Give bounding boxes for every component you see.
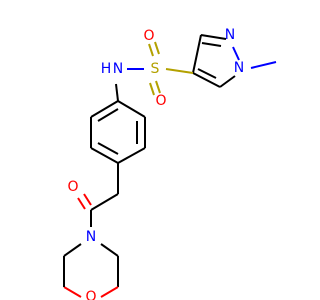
- n-methyl-bond: [250, 61, 277, 69]
- morpholine-bond-3: [100, 286, 119, 298]
- atom-s-sulfonyl: S: [151, 61, 160, 77]
- pyrazole-bond-c3-c4: [192, 72, 221, 88]
- atom-o-carbonyl: O: [67, 179, 78, 195]
- atom-o-morpholine: O: [85, 289, 96, 300]
- atom-o-sulfonyl-top: O: [143, 28, 154, 44]
- pyrazole-bond-c5-n1: [200, 34, 227, 40]
- n-aryl-bond: [115, 83, 119, 102]
- benzene-bond-6: [90, 100, 119, 118]
- pyrazole-bond-c5-n1-inner: [201, 42, 222, 47]
- atom-n-pyrazole-ring: N: [225, 27, 235, 43]
- atom-n-pyrazole-methyl: N: [234, 60, 244, 76]
- benzene-bond-1: [117, 100, 146, 118]
- s-o-top-bond-a: [148, 43, 154, 57]
- c-s-bond: [165, 68, 194, 74]
- pyrazole-bond-c4-c5: [192, 34, 202, 74]
- morpholine-bond-4: [63, 286, 82, 298]
- ch2-carbonyl-bond: [90, 193, 119, 211]
- atom-n-amide: N: [113, 61, 123, 77]
- pyrazole-bond-n2-c3: [219, 75, 236, 88]
- atom-o-sulfonyl-bottom: O: [155, 93, 166, 109]
- benzene-bond-6-inner: [97, 108, 119, 122]
- morpholine-bond-1: [100, 243, 119, 257]
- molecule-structure-svg: N N S O O H N O N O: [63, 27, 277, 300]
- pyrazole-bond-c3-c4-inner: [197, 68, 217, 79]
- s-o-bottom-bond-b: [155, 80, 161, 94]
- atom-n-morpholine: N: [86, 229, 96, 245]
- benzene-bond-4-inner: [97, 142, 119, 155]
- benzene-bond-4: [90, 147, 119, 164]
- s-o-top-bond-b: [154, 41, 160, 55]
- c-o-double-bond-b: [77, 197, 86, 210]
- s-o-bottom-bond-a: [149, 82, 155, 96]
- benzene-bond-3: [117, 147, 146, 164]
- c-o-double-bond-a: [83, 193, 92, 206]
- molecule-diagram: N N S O O H N O N O: [63, 27, 277, 300]
- atom-h-amide: H: [101, 61, 112, 77]
- pyrazole-bond-n1-n2: [232, 46, 240, 61]
- morpholine-bond-6: [63, 243, 82, 257]
